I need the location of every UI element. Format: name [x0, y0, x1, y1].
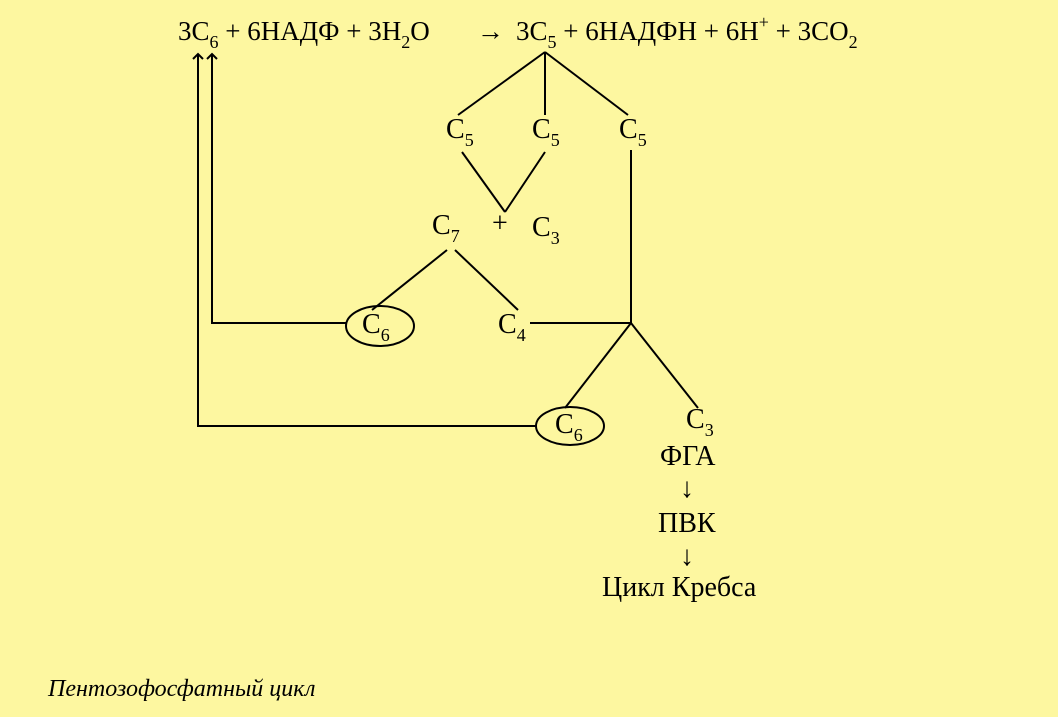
- node-c5-right: C5: [619, 114, 647, 150]
- pvk-label: ПВК: [658, 508, 716, 539]
- c5-coef: 3C: [516, 16, 548, 46]
- node-c5-mid: C5: [532, 114, 560, 150]
- co2: + 3CO: [769, 16, 849, 46]
- feedback-upper: [206, 52, 346, 324]
- krebs-cycle-label: Цикл Кребса: [602, 572, 757, 603]
- equation-right: 3C5 + 6НАДФН + 6Н+ + 3CO2: [516, 12, 858, 52]
- edge-c7-c6: [371, 249, 448, 311]
- node-c3-top: C3: [532, 212, 560, 248]
- edge-3c5-c5left: [457, 51, 546, 116]
- plus-sign: +: [492, 208, 508, 239]
- caption: Пентозофосфатный цикл: [48, 676, 316, 702]
- edge-c5left-merge: [461, 151, 506, 213]
- edge-c5mid-merge: [504, 151, 546, 213]
- ellipse-c6-upper: [345, 305, 415, 347]
- c6-sub: 6: [210, 32, 219, 52]
- node-c3-bottom: C3: [686, 404, 714, 440]
- nadph: + 6НАДФН + 6Н: [557, 16, 759, 46]
- c6-coef: 3C: [178, 16, 210, 46]
- nadp-h2o: + 6НАДФ + 3H: [219, 16, 402, 46]
- equation-arrow: →: [477, 16, 504, 46]
- edge-3c5-c5right: [544, 51, 629, 116]
- equation-left: 3C6 + 6НАДФ + 3H2O: [178, 16, 430, 52]
- co2-sub: 2: [849, 32, 858, 52]
- node-c7: C7: [432, 210, 460, 246]
- node-c5-left: C5: [446, 114, 474, 150]
- h-sup: +: [759, 12, 769, 32]
- arrow-fga-pvk: ↓: [680, 473, 694, 504]
- h2o-end: O: [410, 16, 430, 46]
- feedback-lower: [192, 52, 536, 427]
- edge-c7-c4: [454, 249, 519, 311]
- node-c6-upper: C6: [362, 309, 390, 345]
- fga-label: ФГА: [660, 441, 716, 472]
- edge-junction-c3bottom: [630, 322, 699, 409]
- node-c6-lower: C6: [555, 409, 583, 445]
- node-c4: C4: [498, 309, 526, 345]
- edge-junction-c6lower: [564, 322, 632, 409]
- c5-sub: 5: [548, 32, 557, 52]
- h2o-sub: 2: [401, 32, 410, 52]
- arrow-pvk-krebs: ↓: [680, 541, 694, 572]
